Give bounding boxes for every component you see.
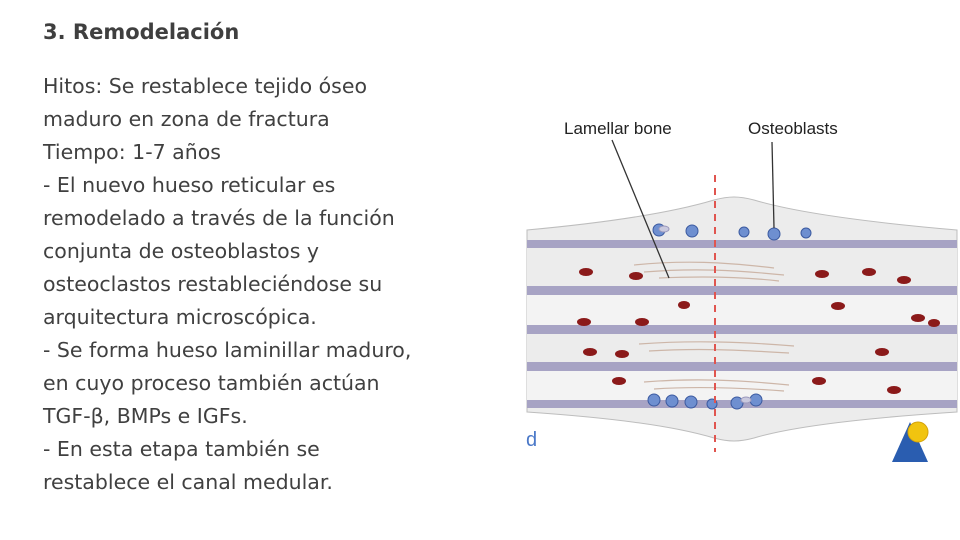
text-line: arquitectura microscópica. <box>43 305 317 329</box>
osteoblast-leader <box>771 141 775 229</box>
text-line: conjunta de osteoblastos y <box>43 239 320 263</box>
osteocytes <box>577 268 940 394</box>
text-line: remodelado a través de la función <box>43 206 395 230</box>
text-line: maduro en zona de fractura <box>43 107 330 131</box>
text-line: Hitos: Se restablece tejido óseo <box>43 74 368 98</box>
lamellar-streaks <box>633 261 795 392</box>
text-line: TGF-β, BMPs e IGFs. <box>43 404 248 428</box>
text-line: - El nuevo hueso reticular es <box>43 173 336 197</box>
text-line: Tiempo: 1-7 años <box>43 140 221 164</box>
panel-letter: d <box>526 429 537 451</box>
slide-title: 3. Remodelación <box>43 20 240 44</box>
body-text: Hitos: Se restablece tejido óseo maduro … <box>43 70 503 499</box>
text-line: - Se forma hueso laminillar maduro, <box>43 338 412 362</box>
publisher-logo <box>892 421 929 462</box>
text-line: osteoclastos restableciéndose su <box>43 272 383 296</box>
text-line: - En esta etapa también se <box>43 437 320 461</box>
lamellar-leader <box>611 139 670 279</box>
label-osteoblasts: Osteoblasts <box>748 119 838 138</box>
text-line: en cuyo proceso también actúan <box>43 371 380 395</box>
label-lamellar-bone: Lamellar bone <box>564 119 672 138</box>
text-line: restablece el canal medular. <box>43 470 333 494</box>
bone-diagram: Lamellar bone Osteoblasts d <box>526 119 958 462</box>
bone-remodeling-figure: Lamellar bone Osteoblasts d <box>524 100 960 480</box>
